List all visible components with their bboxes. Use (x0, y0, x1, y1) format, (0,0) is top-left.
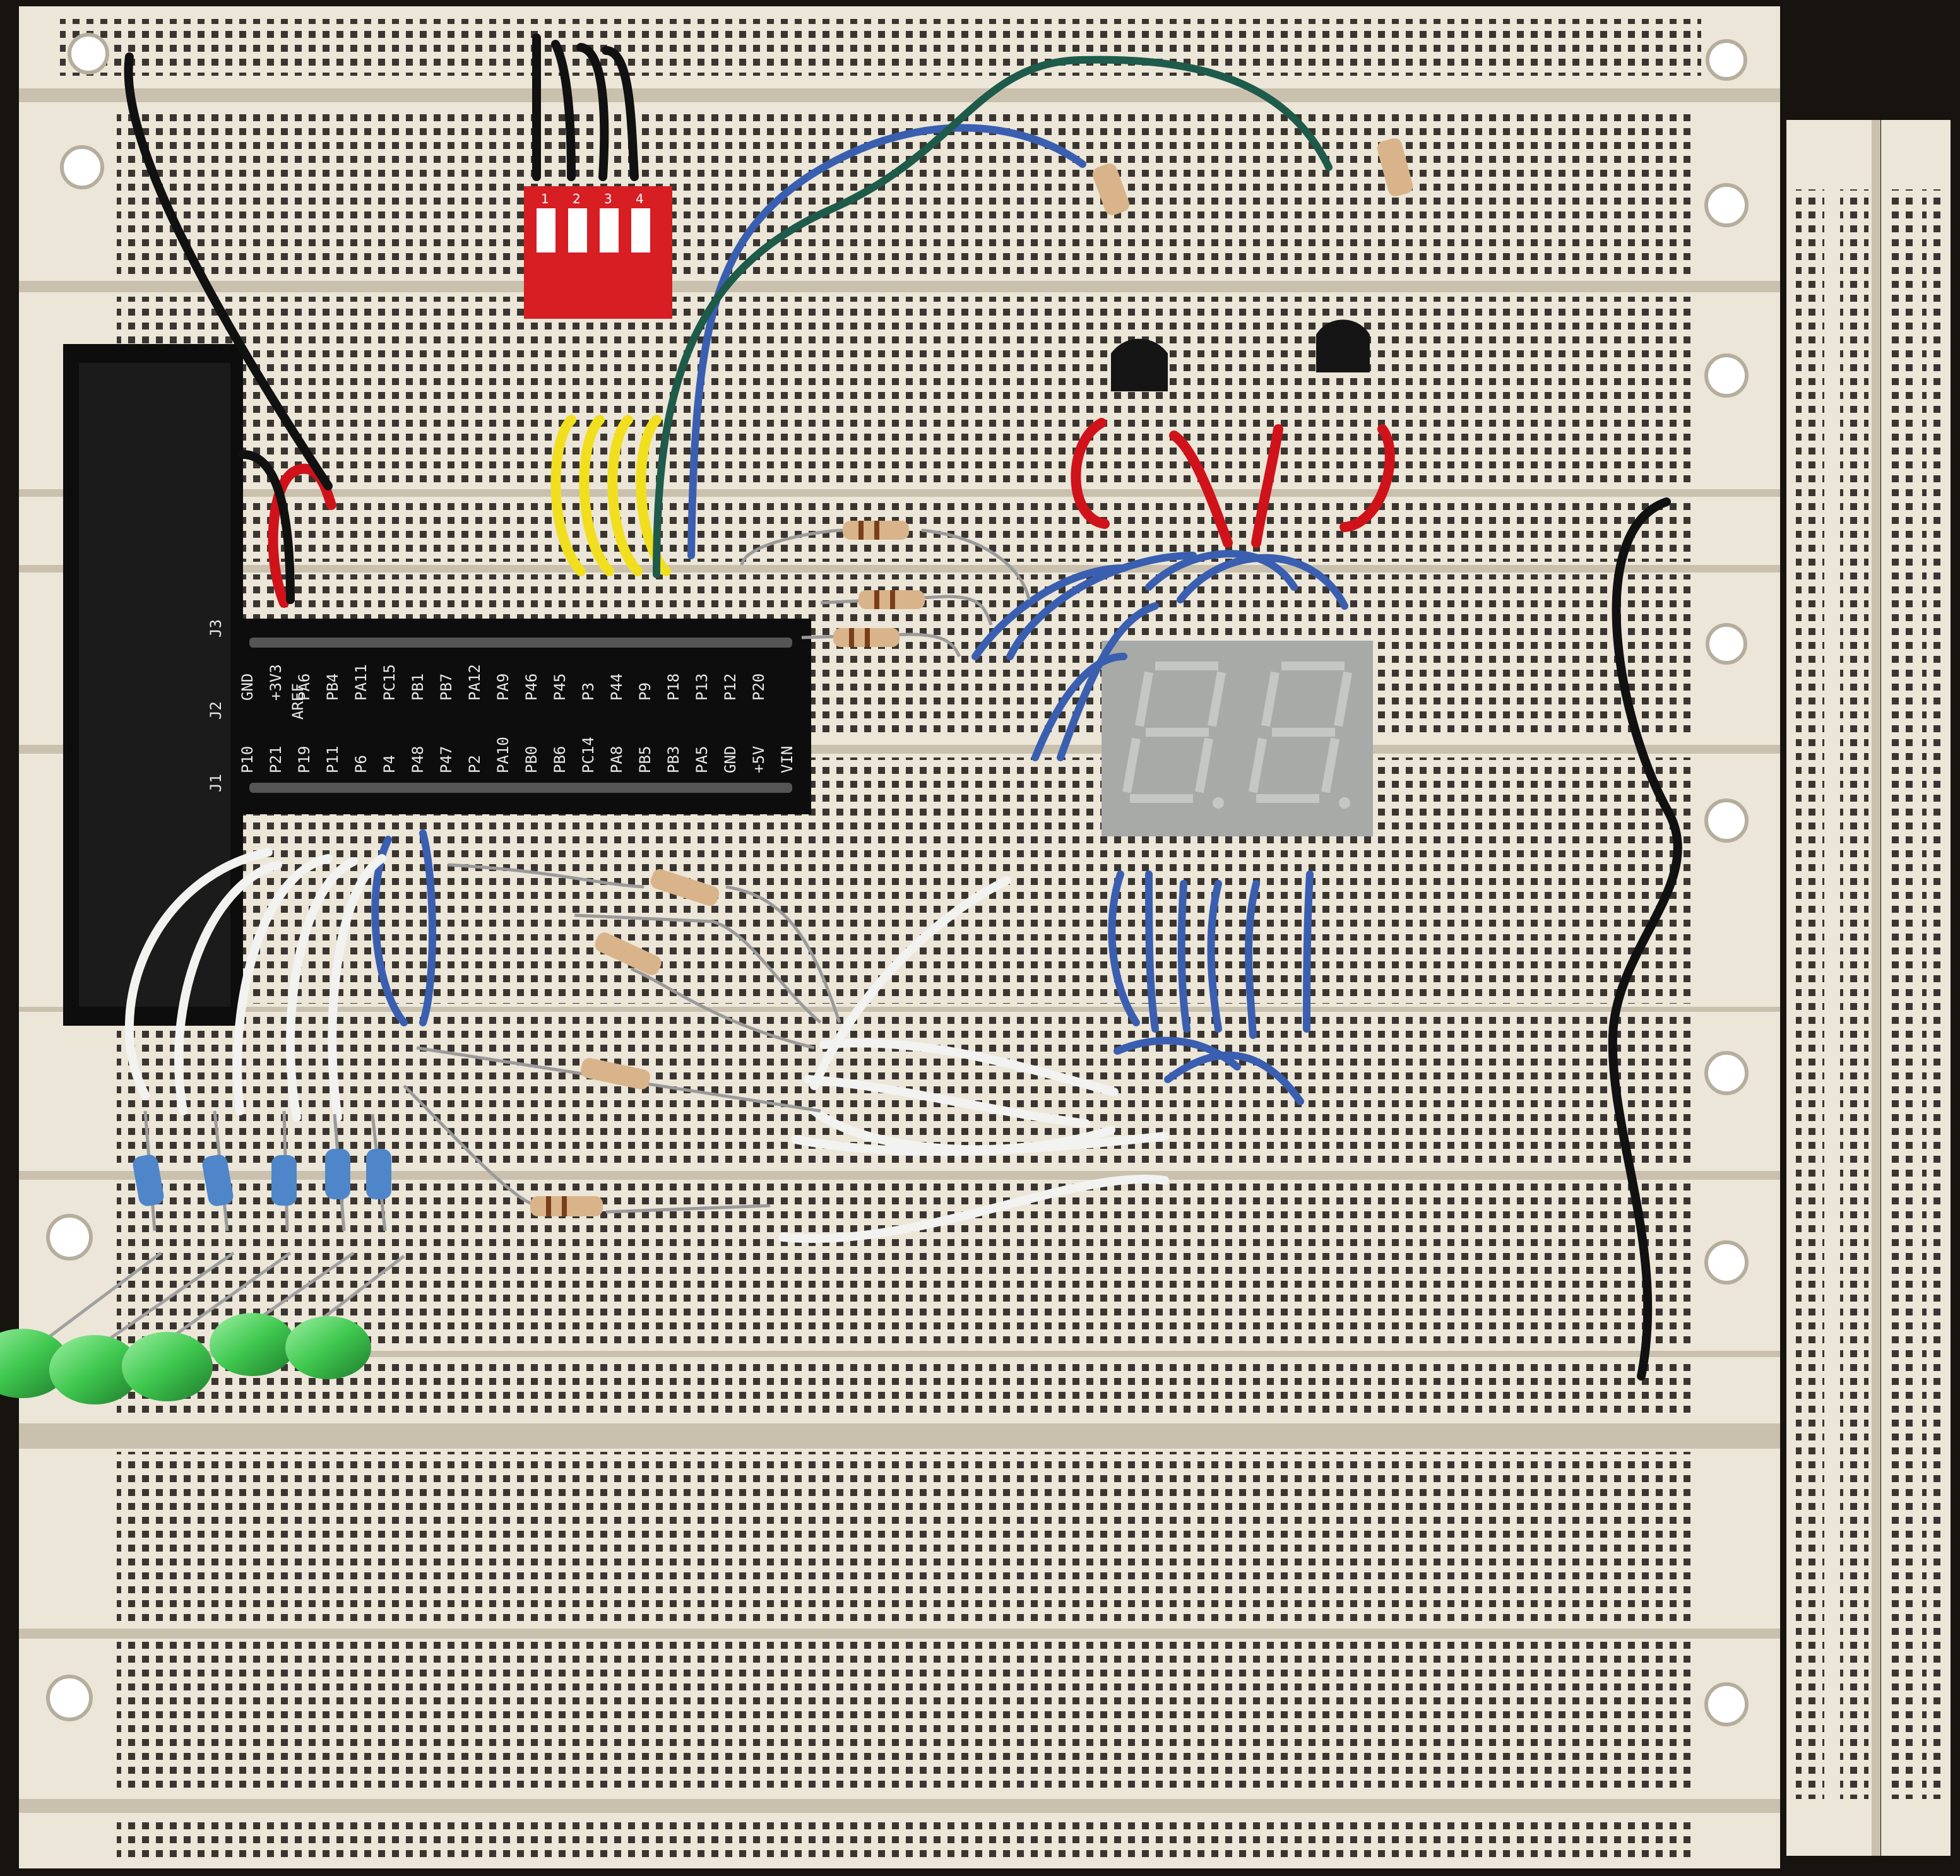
led-4 (210, 1313, 295, 1376)
header-pin-top-p12: P12 (722, 674, 739, 701)
main-breadboard (19, 6, 1780, 1868)
channel-dividers (19, 88, 1780, 1813)
connector-label-j2: J2 (207, 701, 225, 720)
led-5 (285, 1316, 371, 1379)
header-pin-top-pb4: PB4 (324, 674, 342, 701)
green-wire (653, 56, 1333, 578)
header-pins (249, 638, 792, 793)
header-pin-mid-gnd: GND (722, 746, 739, 773)
blue-resistors (133, 1110, 391, 1232)
header-pin-mid-pb5: PB5 (636, 746, 654, 773)
blue-wires (371, 124, 1348, 1105)
header-mid-labels: P10 P21 P19 P11 P6 P4 P48 P47 P2 PA10 PB0 PB6 PC14 PA… (239, 737, 796, 773)
header-pin-top-pa6: PA6 (295, 674, 313, 701)
connector-label-j1: J1 (207, 774, 225, 792)
header-pin-top-pa11: PA11 (352, 664, 370, 701)
header-pin-top-p45: P45 (551, 674, 569, 701)
header-pin-top-p18: P18 (665, 674, 682, 701)
header-pin-top-p3: P3 (579, 682, 597, 701)
header-pin-top-p9: P9 (636, 682, 654, 701)
header-pin-top-3v3: +3V3 (267, 664, 285, 701)
dip-position-1: 1 (541, 191, 549, 206)
black-wires (124, 33, 1682, 1380)
header-pin-top-pa12: PA12 (466, 664, 484, 701)
header-pin-mid-p19: P19 (295, 746, 313, 773)
header-pin-mid-p47: P47 (437, 746, 455, 773)
header-pin-mid-p11: P11 (324, 746, 342, 773)
header-pin-mid-pb3: PB3 (665, 746, 682, 773)
header-pin-mid-p10: P10 (239, 746, 256, 773)
header-pin-top-p20: P20 (750, 674, 768, 701)
header-pin-mid-5v: +5V (750, 746, 768, 773)
seven-segment-display (1102, 641, 1373, 836)
header-pin-mid-pc14: PC14 (579, 737, 597, 773)
header-pin-top-p13: P13 (693, 674, 711, 701)
header-pin-top-p44: P44 (608, 674, 626, 701)
header-top-labels: GND +3V3 PA6 PB4 PA11 PC15 PB1 PB7 PA12 PA9 P46 P45… (239, 664, 768, 701)
tan-resistors (403, 138, 1413, 1216)
connector-label-j3: J3 (207, 619, 225, 638)
dip-position-4: 4 (636, 191, 644, 206)
header-pin-top-pb1: PB1 (409, 674, 427, 701)
header-pin-mid-p48: P48 (409, 746, 427, 773)
header-pin-mid-p2: P2 (466, 755, 484, 773)
header-pin-mid-p4: P4 (381, 755, 398, 773)
green-leds (0, 1313, 371, 1404)
header-pin-mid-pa5: PA5 (693, 746, 711, 773)
header-pin-mid-p6: P6 (352, 755, 370, 773)
dip-position-3: 3 (604, 191, 612, 206)
header-pin-mid-pb6: PB6 (551, 746, 569, 773)
dip-position-2: 2 (573, 191, 581, 206)
mounting-screws (46, 33, 1749, 1726)
led-2 (49, 1335, 140, 1404)
dip-switch: 1 2 3 4 (524, 186, 672, 319)
header-pin-top-pa9: PA9 (494, 674, 512, 701)
header-pin-mid-pb0: PB0 (523, 746, 540, 773)
header-pin-mid-pa8: PA8 (608, 746, 626, 773)
transistors (1111, 319, 1370, 391)
header-pin-top-pb7: PB7 (437, 674, 455, 701)
header-label-aref: AREF (289, 683, 307, 720)
right-power-rails (1786, 120, 1951, 1856)
header-pin-mid-p21: P21 (267, 746, 285, 773)
header-breakout-board: GND +3V3 PA6 PB4 PA11 PC15 PB1 PB7 PA12 PA9 P46 P45… (63, 344, 811, 1026)
header-pin-mid-vin: VIN (778, 746, 796, 773)
header-pin-top-p46: P46 (523, 674, 540, 701)
white-wires (124, 848, 1169, 1244)
header-pin-mid-pa10: PA10 (494, 737, 512, 773)
led-3 (122, 1332, 213, 1401)
header-pin-top-pc15: PC15 (381, 664, 398, 701)
yellow-wires (550, 415, 671, 576)
header-pin-top-gnd: GND (239, 674, 256, 701)
